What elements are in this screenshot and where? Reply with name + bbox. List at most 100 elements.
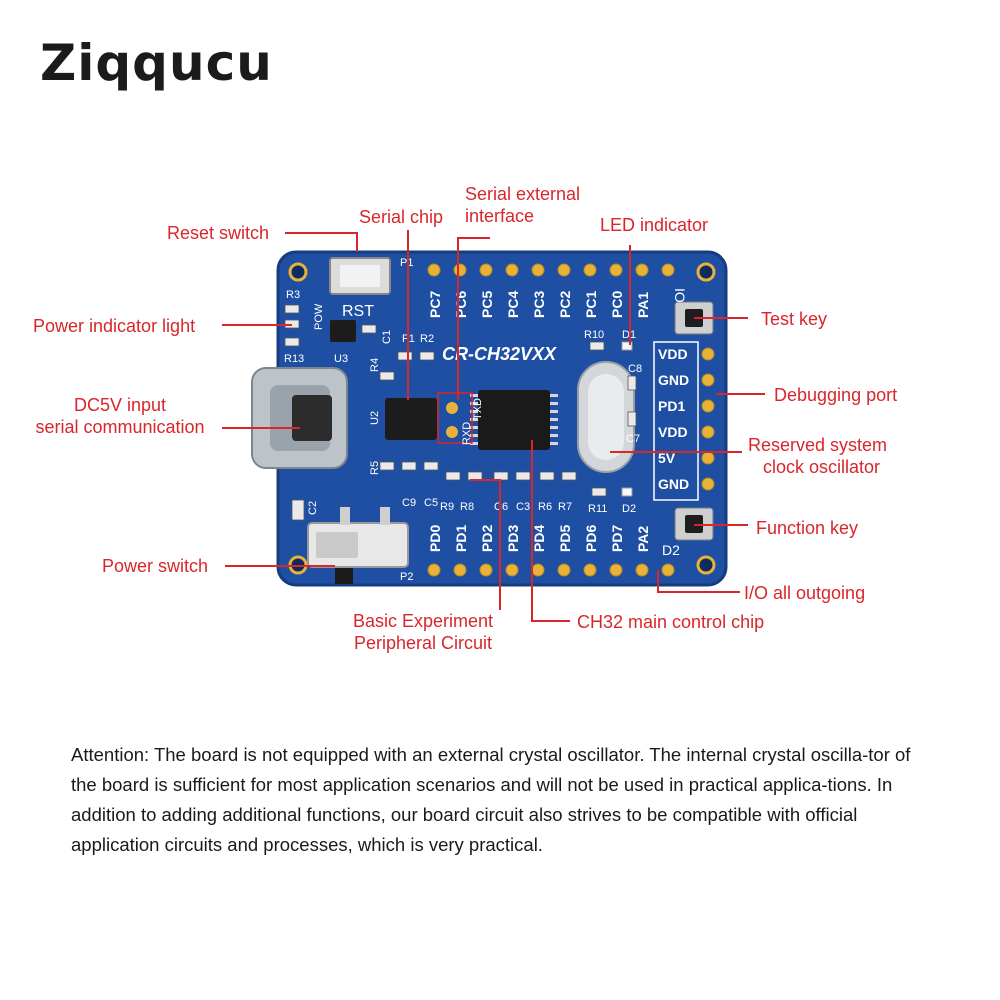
- callout-serial-chip: Serial chip: [359, 207, 444, 227]
- silk-c8: C8: [628, 363, 642, 375]
- pin-label: PD3: [505, 525, 521, 552]
- debug-port-pads: [701, 347, 715, 491]
- serial-chip-u2: [385, 398, 437, 440]
- pin-label: PD1: [453, 525, 469, 552]
- io-top-label: IO: [672, 288, 688, 303]
- silk-r7: R7: [558, 501, 572, 513]
- debug-port-outline: [653, 341, 699, 501]
- pin-label: PC7: [427, 291, 443, 318]
- debug-pin-label: PD1: [658, 398, 685, 414]
- txd-silk: TXD: [472, 398, 484, 420]
- silk-r5: R5: [369, 461, 381, 475]
- silk-c2: C2: [307, 501, 319, 515]
- pin-label: PC2: [557, 291, 573, 318]
- silk-c1: C1: [381, 330, 393, 344]
- brand-logo: Ziqqucu: [40, 34, 273, 92]
- callout-reserved-osc-2: clock oscillator: [763, 457, 881, 477]
- silk-r3: R3: [286, 289, 300, 301]
- silk-u3: U3: [334, 353, 348, 365]
- silk-p1: P1: [400, 257, 413, 269]
- callout-serial-external-1: Serial external: [465, 184, 581, 204]
- pin-label: PD5: [557, 525, 573, 552]
- pin-label: PA1: [635, 292, 651, 318]
- pin-label: PC6: [453, 291, 469, 318]
- pin-label: PA2: [635, 526, 651, 552]
- silk-u2: U2: [369, 411, 381, 425]
- debug-pin-label: VDD: [658, 346, 688, 362]
- callout-basic-exp-2: Peripheral Circuit: [354, 633, 493, 653]
- callout-dc5v-2: serial communication: [35, 417, 205, 437]
- callout-debugging-port: Debugging port: [774, 385, 898, 405]
- silk-r8: R8: [460, 501, 474, 513]
- silk-r10: R10: [584, 329, 604, 341]
- callout-io-outgoing: I/O all outgoing: [744, 583, 866, 603]
- regulator-u3: [330, 320, 356, 342]
- silk-c5: C5: [424, 497, 438, 509]
- silk-r11: R11: [588, 503, 607, 515]
- silk-r9: R9: [440, 501, 454, 513]
- silk-p2: P2: [400, 571, 413, 583]
- silk-c3: C3: [516, 501, 530, 513]
- silk-r13: R13: [284, 353, 304, 365]
- power-switch-ic: [335, 568, 353, 584]
- rxd-pad: [446, 402, 458, 414]
- rst-silk: RST: [342, 303, 374, 320]
- debug-port-labels: VDD GND PD1 VDD 5V GND: [658, 346, 689, 492]
- leader-serial-external: [457, 237, 490, 400]
- callout-dc5v-1: DC5V input: [73, 395, 167, 415]
- callout-reset-switch: Reset switch: [167, 223, 270, 243]
- pin-label: PC1: [583, 291, 599, 318]
- silk-r2: R2: [420, 333, 434, 345]
- indicator-leds: [621, 341, 633, 497]
- callout-power-switch: Power switch: [102, 556, 209, 576]
- callout-lines: [222, 230, 765, 622]
- rxd-silk: RXD: [461, 422, 473, 445]
- pin-label: PD7: [609, 525, 625, 552]
- silk-c6: C6: [494, 501, 508, 513]
- silk-r4: R4: [369, 358, 381, 372]
- silk-r6: R6: [538, 501, 552, 513]
- crystal-oscillator-part: [577, 361, 635, 473]
- leader-basic-exp: [470, 479, 501, 610]
- pin-label: PD0: [427, 525, 443, 552]
- top-header-labels: PC7 PC6 PC5 PC4 PC3 PC2 PC1 PC0 PA1: [427, 291, 651, 318]
- io-bottom-label: D2: [662, 542, 680, 558]
- silk-pow: POW: [313, 303, 325, 330]
- pin-label: PD6: [583, 525, 599, 552]
- brand-name: Ziqqucu: [40, 34, 273, 92]
- bottom-header-labels: PD0 PD1 PD2 PD3 PD4 PD5 PD6 PD7 PA2: [427, 525, 651, 552]
- usb-c-connector: [251, 367, 348, 469]
- silkscreen-refs: P1 R3 R13 U3 POW C1 F1 R2 R4 U2 R5 C9 C5…: [284, 257, 642, 583]
- silk-d2: D2: [622, 503, 636, 515]
- silk-c7: C7: [626, 433, 640, 445]
- callout-led-indicator: LED indicator: [600, 215, 709, 235]
- leader-ch32: [531, 440, 570, 622]
- pin-label: PC4: [505, 291, 521, 318]
- ch32-chip-part: [470, 390, 558, 450]
- leader-reset: [285, 232, 358, 252]
- pin-label: PC0: [609, 291, 625, 318]
- pin-label: PC3: [531, 291, 547, 318]
- debug-pin-label: GND: [658, 372, 689, 388]
- reset-button-part: [329, 257, 391, 295]
- attention-note: Attention: The board is not equipped wit…: [71, 744, 911, 855]
- txd-pad: [446, 426, 458, 438]
- debug-pin-label: VDD: [658, 424, 688, 440]
- callout-ch32-chip: CH32 main control chip: [577, 612, 765, 632]
- debug-pin-label: 5V: [658, 450, 676, 466]
- callout-test-key: Test key: [761, 309, 828, 329]
- pin-label: PC5: [479, 291, 495, 318]
- power-switch-part: [307, 507, 409, 568]
- leader-io: [657, 570, 740, 593]
- silk-c9: C9: [402, 497, 416, 509]
- callout-reserved-osc-1: Reserved system: [748, 435, 888, 455]
- callout-function-key: Function key: [756, 518, 859, 538]
- pin-label: PD2: [479, 525, 495, 552]
- callout-power-indicator: Power indicator light: [33, 316, 196, 336]
- pin-label: PD4: [531, 525, 547, 552]
- debug-pin-label: GND: [658, 476, 689, 492]
- bottom-header-pads: [427, 563, 675, 577]
- callout-basic-exp-1: Basic Experiment: [353, 611, 494, 631]
- callout-serial-external-2: interface: [465, 206, 535, 226]
